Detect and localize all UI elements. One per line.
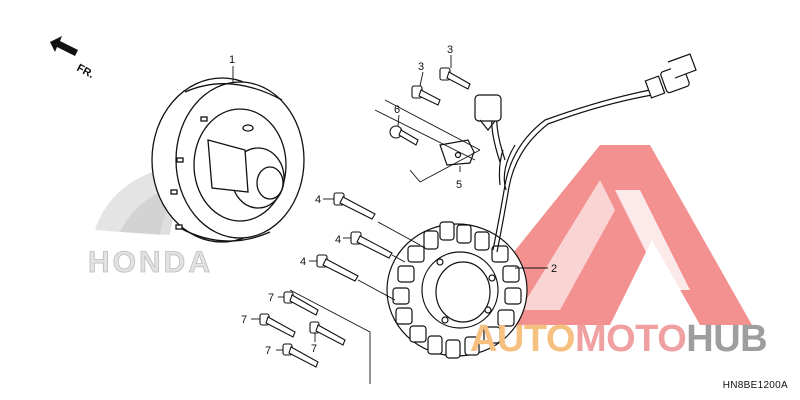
arrow-fr-icon: FR. — [50, 36, 96, 81]
callout-5: 5 — [456, 179, 462, 191]
honda-logo-text: HONDA — [88, 246, 213, 279]
callout-7c: 7 — [265, 345, 271, 357]
screw-6 — [389, 125, 419, 146]
callout-6: 6 — [394, 104, 400, 116]
callout-3a: 3 — [447, 44, 453, 56]
callout-4b: 4 — [335, 234, 341, 246]
callout-7d: 7 — [311, 343, 317, 355]
automotohub-wordmark: AUTOMOTOHUB — [470, 318, 768, 361]
bolt-7d — [282, 343, 319, 368]
callout-4c: 4 — [300, 256, 306, 268]
diagram-code: HN8BE1200A — [722, 380, 788, 391]
bolt-3b — [411, 85, 441, 106]
stator — [386, 221, 528, 359]
bolt-7a — [283, 291, 319, 316]
bolt-4c — [316, 254, 359, 282]
callout-4a: 4 — [315, 194, 321, 206]
bolt-4b — [350, 231, 393, 259]
flywheel — [151, 77, 305, 243]
bolt-7c — [309, 321, 346, 346]
callout-3b: 3 — [418, 61, 424, 73]
callouts: 1 2 3 3 4 4 4 5 6 7 7 7 7 — [229, 44, 557, 357]
wordmark-hub: HUB — [686, 318, 768, 360]
wire-harness — [474, 53, 697, 253]
callout-7a: 7 — [268, 292, 274, 304]
callout-1: 1 — [229, 54, 235, 66]
direction-label: FR. — [75, 62, 96, 81]
bolt-4a — [333, 192, 376, 220]
leader-lines — [232, 55, 548, 384]
callout-7b: 7 — [241, 314, 247, 326]
stator-teeth — [392, 221, 522, 359]
automotohub-logo-icon — [455, 145, 752, 325]
wordmark-auto: AUTO — [470, 318, 575, 360]
wordmark-moto: MOTO — [574, 318, 687, 360]
callout-2: 2 — [551, 263, 557, 275]
bolt-3a — [439, 67, 471, 90]
bolt-7b — [259, 313, 296, 338]
